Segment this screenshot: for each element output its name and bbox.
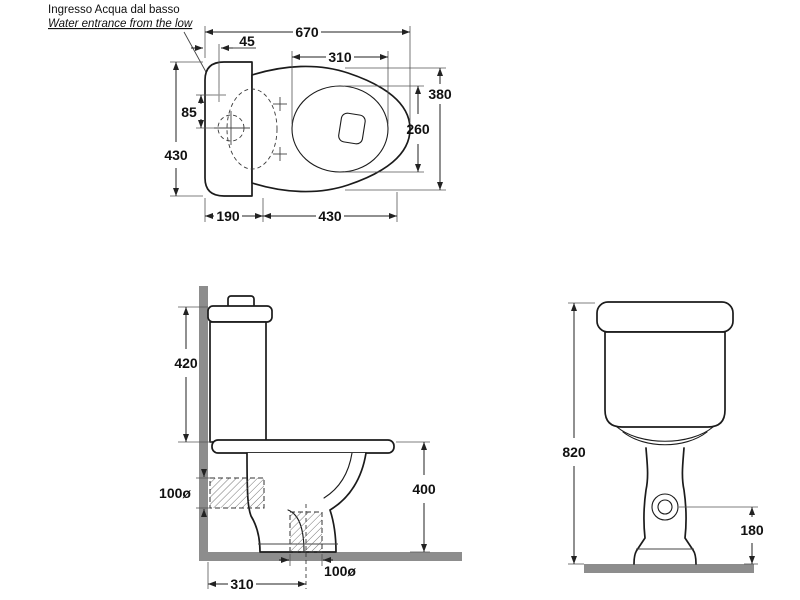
front-view: 820 180 (562, 301, 764, 573)
bowl-side-outline (246, 452, 367, 553)
dim-inlet-diameter: 100ø (159, 485, 191, 501)
top-view-dimension-lines (173, 29, 443, 219)
floor-section (199, 552, 462, 561)
dim-tank-length: 430 (164, 147, 188, 163)
inlet-pipe-hatch (209, 477, 265, 509)
seat-front-lower-arc (622, 431, 708, 446)
flush-channel-dashed (226, 88, 278, 170)
note-line1: Ingresso Acqua dal basso (48, 4, 180, 16)
wall-section (199, 286, 208, 561)
dim-bowl-height: 400 (412, 481, 436, 497)
note-annotation: Ingresso Acqua dal basso Water entrance … (48, 4, 218, 93)
seat-hinge-marks (273, 97, 287, 161)
floor-front (584, 564, 754, 573)
top-view: 670 45 310 380 260 85 430 190 430 (164, 24, 452, 224)
water-inlet-cross (212, 88, 226, 102)
dim-outlet-from-wall: 310 (230, 576, 254, 592)
pedestal-right-edge (681, 447, 697, 565)
front-view-dimension-lines (571, 303, 755, 564)
pedestal-left-edge (633, 447, 649, 565)
dim-total-width: 670 (295, 24, 319, 40)
valve-centerlines (214, 111, 250, 145)
dim-outlet-height: 180 (740, 522, 764, 538)
tank-plan-outline (204, 61, 253, 197)
dim-inlet-offset: 45 (239, 33, 255, 49)
dim-seat-inner-depth: 260 (406, 121, 430, 137)
dim-total-height: 820 (562, 444, 586, 460)
bowl-inner-line (323, 452, 353, 499)
dim-tank-depth: 190 (216, 208, 240, 224)
tank-body-side (209, 321, 267, 443)
dim-tank-height: 420 (174, 355, 198, 371)
note-line2: Water entrance from the low (48, 18, 193, 30)
dim-bowl-length: 430 (318, 208, 342, 224)
dim-seat-inner-width: 310 (328, 49, 352, 65)
seat-side (211, 439, 395, 454)
dim-outlet-diameter: 100ø (324, 563, 356, 579)
side-view: 420 100ø 400 310 100ø (159, 286, 462, 592)
tank-lid-front (596, 301, 734, 333)
drain-hole-outline (338, 112, 366, 145)
side-view-dimension-lines (183, 307, 427, 587)
tank-lid-side (207, 305, 273, 323)
dim-inlet-distance: 85 (181, 104, 197, 120)
dim-bowl-depth: 380 (428, 86, 452, 102)
seat-front-upper-arc (616, 426, 714, 442)
tank-body-front (604, 331, 726, 428)
outlet-circle-inner (657, 499, 673, 515)
